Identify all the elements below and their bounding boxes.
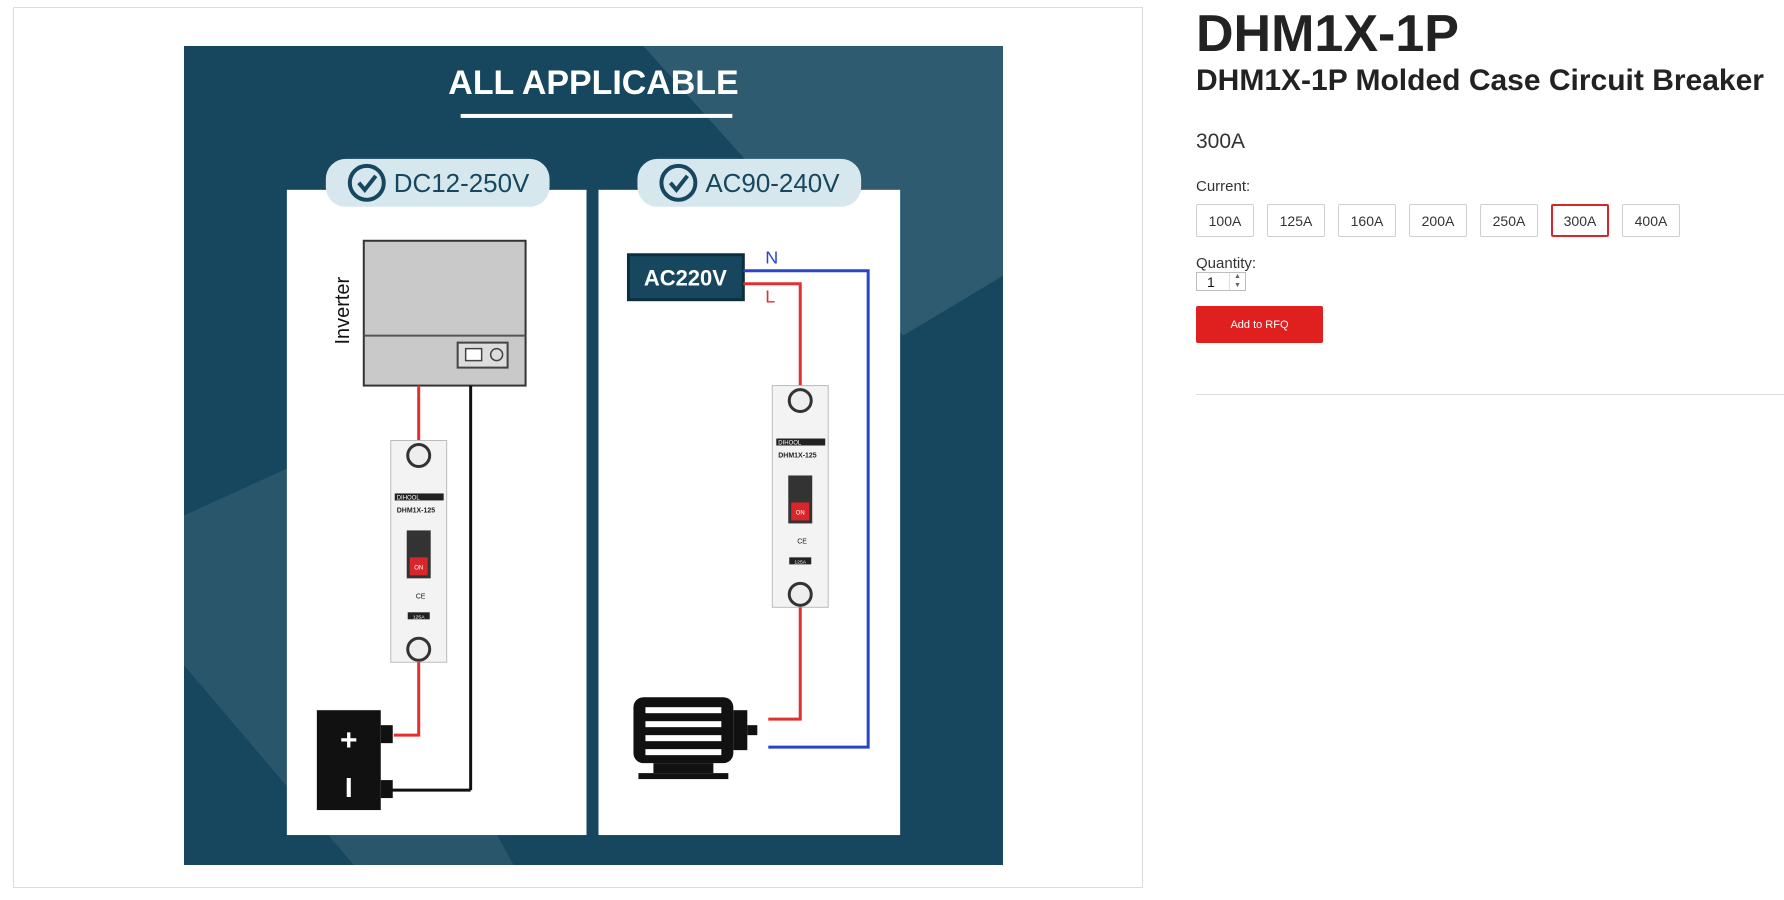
option-200a-button[interactable]: 200A bbox=[1409, 204, 1467, 237]
option-400a-button[interactable]: 400A bbox=[1622, 204, 1680, 237]
option-300a-button[interactable]: 300A bbox=[1551, 204, 1609, 237]
dc-badge: DC12-250V bbox=[394, 168, 530, 198]
svg-text:125A: 125A bbox=[794, 559, 806, 565]
quantity-label: Quantity: bbox=[1196, 255, 1257, 272]
product-image-frame: ALL APPLICABLE DC12-250V Inverter DIHOOL… bbox=[13, 7, 1143, 888]
image-heading: ALL APPLICABLE bbox=[448, 64, 738, 102]
svg-text:DHM1X-125: DHM1X-125 bbox=[778, 452, 817, 459]
svg-text:ON: ON bbox=[414, 565, 423, 571]
option-160a-button[interactable]: 160A bbox=[1338, 204, 1396, 237]
svg-text:DIHOOL: DIHOOL bbox=[778, 441, 802, 447]
svg-text:DIHOOL: DIHOOL bbox=[397, 495, 421, 501]
option-125a-button[interactable]: 125A bbox=[1267, 204, 1325, 237]
ac-source-box bbox=[626, 253, 745, 302]
product-title: DHM1X-1P bbox=[1196, 5, 1459, 63]
svg-text:DHM1X-125: DHM1X-125 bbox=[397, 507, 436, 514]
svg-text:CE: CE bbox=[797, 538, 807, 545]
current-options: 100A 125A 160A 200A 250A 300A 400A bbox=[1196, 204, 1680, 237]
dc-breaker-icon: DIHOOL DHM1X-125 ON CE 125A bbox=[390, 440, 448, 663]
svg-text:ON: ON bbox=[796, 510, 805, 516]
ac-breaker-icon: DIHOOL DHM1X-125 ON CE 125A bbox=[771, 385, 829, 608]
option-250a-button[interactable]: 250A bbox=[1480, 204, 1538, 237]
motor-icon bbox=[633, 697, 758, 780]
svg-text:L: L bbox=[765, 287, 775, 307]
quantity-input[interactable] bbox=[1197, 272, 1229, 291]
divider bbox=[1196, 394, 1784, 395]
svg-text:+: + bbox=[340, 724, 358, 757]
svg-text:CE: CE bbox=[416, 593, 426, 600]
battery-icon: + I bbox=[316, 710, 393, 811]
add-to-rfq-button[interactable]: Add to RFQ bbox=[1196, 306, 1323, 343]
selected-variant-price: 300A bbox=[1196, 130, 1246, 153]
product-subtitle: DHM1X-1P Molded Case Circuit Breaker bbox=[1196, 64, 1764, 97]
increment-icon[interactable]: ▲ bbox=[1234, 273, 1241, 280]
svg-text:125A: 125A bbox=[413, 614, 425, 620]
product-info: DHM1X-1P DHM1X-1P Molded Case Circuit Br… bbox=[1196, 0, 1784, 900]
option-100a-button[interactable]: 100A bbox=[1196, 204, 1254, 237]
current-option-label: Current: bbox=[1196, 178, 1251, 195]
svg-text:N: N bbox=[765, 248, 778, 268]
ac-source-label: AC220V bbox=[644, 266, 727, 291]
svg-text:I: I bbox=[345, 772, 353, 803]
product-image: ALL APPLICABLE DC12-250V Inverter DIHOOL… bbox=[184, 46, 1003, 865]
inverter-label: Inverter bbox=[332, 276, 354, 344]
ac-badge: AC90-240V bbox=[705, 168, 840, 198]
decrement-icon[interactable]: ▼ bbox=[1234, 281, 1241, 289]
quantity-stepper[interactable]: ▲ ▼ bbox=[1196, 272, 1246, 291]
